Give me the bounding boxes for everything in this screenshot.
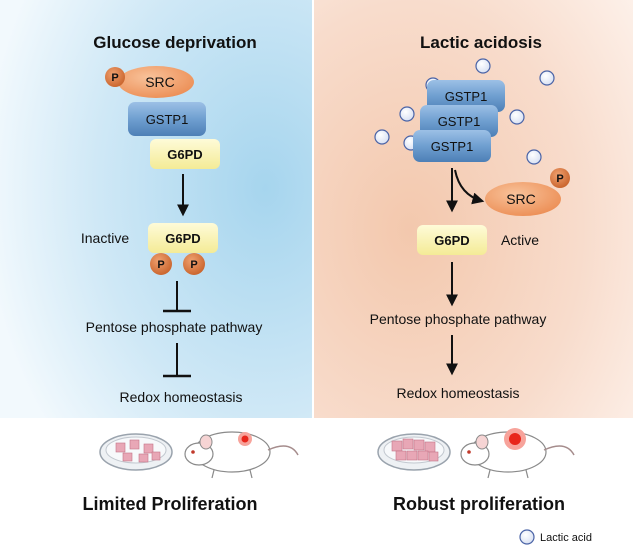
left-panel-background: [0, 0, 312, 418]
lactic-acid-bubble: [526, 149, 542, 165]
lactic-acid-bubble: [374, 129, 390, 145]
phospho-label-src-left: P: [111, 72, 118, 84]
g6pd-label-right: G6PD: [434, 233, 469, 248]
legend-lactic-acid-icon: [519, 529, 535, 545]
lactic-acid-bubble: [475, 58, 491, 74]
outcome-label-right: Robust proliferation: [393, 494, 565, 514]
ppp-label-left: Pentose phosphate pathway: [86, 319, 263, 335]
ppp-label-right: Pentose phosphate pathway: [370, 311, 547, 327]
phospho-label-g6pd-1: P: [157, 259, 164, 271]
phospho-bubble-g6pd-1: [150, 253, 172, 275]
gstp1-label-right-1: GSTP1: [445, 89, 488, 104]
g6pd-label-left: G6PD: [167, 147, 202, 162]
lactic-acid-bubble: [509, 109, 525, 125]
right-panel-background: [314, 0, 633, 418]
g6pd-box-right: [417, 225, 487, 255]
left-panel-title: Glucose deprivation: [93, 33, 256, 52]
gstp1-box-left: [128, 102, 206, 136]
g6pd-inactive-box: [148, 223, 218, 253]
lactic-acid-bubble: [539, 70, 555, 86]
mouse-illustration-left: [184, 431, 299, 479]
lactic-acid-bubble: [399, 106, 415, 122]
src-ellipse-right: [485, 182, 561, 216]
gstp1-label-right-2: GSTP1: [438, 114, 481, 129]
culture-dish-left: [99, 433, 173, 471]
arrow-to-src-right: [454, 169, 485, 205]
redox-label-right: Redox homeostasis: [397, 385, 520, 401]
redox-label-left: Redox homeostasis: [120, 389, 243, 405]
legend-lactic-acid-label: Lactic acid: [540, 532, 592, 544]
phospho-bubble-src-right: [550, 168, 570, 188]
gstp1-box-right-2: [420, 105, 498, 137]
g6pd-box-left: [150, 139, 220, 169]
src-label-right: SRC: [506, 191, 536, 207]
lactic-acid-bubbles: [374, 58, 555, 165]
g6pd-inactive-label: G6PD: [165, 231, 200, 246]
phospho-label-g6pd-2: P: [190, 259, 197, 271]
phospho-bubble-src-left: [105, 67, 125, 87]
culture-dish-right: [377, 433, 451, 471]
phospho-label-src-right: P: [556, 173, 563, 185]
gstp1-box-right-3: [413, 130, 491, 162]
gstp1-box-right-1: [427, 80, 505, 112]
right-panel-title: Lactic acidosis: [420, 33, 542, 52]
mouse-illustration-right: [460, 428, 575, 479]
src-ellipse-left: [118, 66, 194, 98]
outcome-label-left: Limited Proliferation: [82, 494, 257, 514]
phospho-bubble-g6pd-2: [183, 253, 205, 275]
gstp1-label-right-3: GSTP1: [431, 139, 474, 154]
active-label: Active: [501, 232, 539, 248]
gstp1-label-left: GSTP1: [146, 112, 189, 127]
src-label-left: SRC: [145, 74, 175, 90]
inactive-label: Inactive: [81, 230, 129, 246]
legend: Lactic acid: [519, 529, 592, 545]
